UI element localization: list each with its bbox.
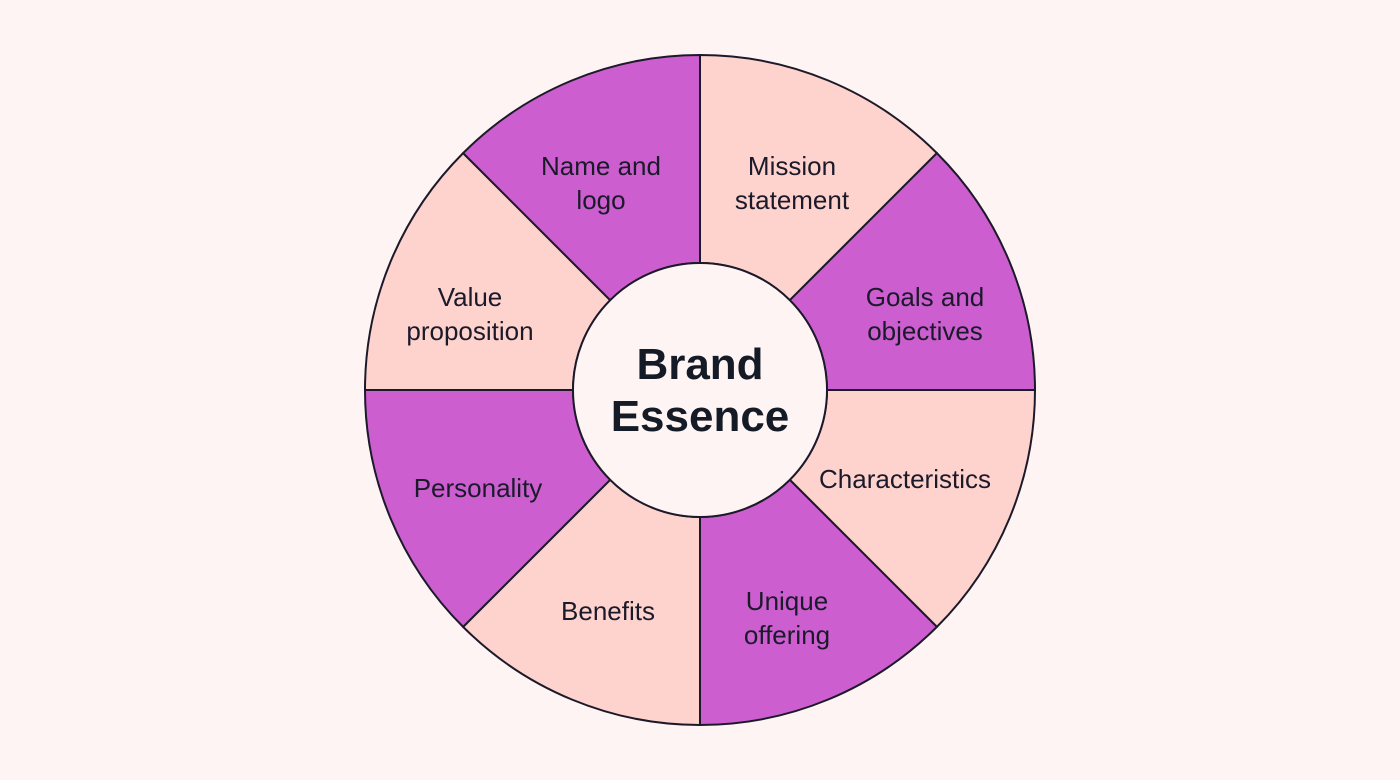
- segment-label-line: offering: [744, 620, 830, 650]
- segment-label-line: Benefits: [561, 596, 655, 626]
- segment-label-line: objectives: [867, 316, 983, 346]
- segment-label-mission-statement: Mission statement: [735, 151, 850, 215]
- segment-label-personality: Personality: [414, 473, 543, 503]
- segment-label-line: Personality: [414, 473, 543, 503]
- segment-label-goals-and-objectives: Goals and objectives: [866, 282, 985, 346]
- segment-label-line: statement: [735, 185, 850, 215]
- segment-label-value-proposition: Value proposition: [406, 282, 533, 346]
- segment-label-line: Value: [438, 282, 503, 312]
- segment-label-line: Name and: [541, 151, 661, 181]
- segment-label-name-and-logo: Name and logo: [541, 151, 661, 215]
- segments-layer: [363, 53, 1037, 727]
- center-circle: [572, 262, 828, 518]
- center-title-line: Brand: [636, 340, 763, 389]
- segment-label-line: logo: [576, 185, 625, 215]
- center-title-line: Essence: [611, 392, 790, 441]
- segment-label-line: Mission: [748, 151, 836, 181]
- segment-label-benefits: Benefits: [561, 596, 655, 626]
- segment-label-line: proposition: [406, 316, 533, 346]
- segment-label-line: Characteristics: [819, 464, 991, 494]
- segment-label-line: Unique: [746, 586, 828, 616]
- segment-label-line: Goals and: [866, 282, 985, 312]
- segment-label-unique-offering: Unique offering: [744, 586, 830, 650]
- segment-label-characteristics: Characteristics: [819, 464, 991, 494]
